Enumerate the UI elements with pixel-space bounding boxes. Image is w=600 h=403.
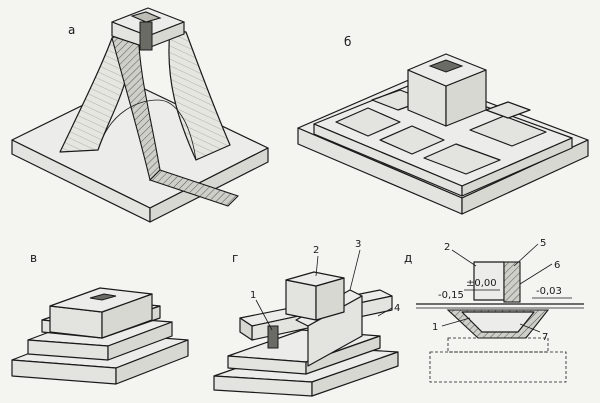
figure-d-level-minus-015: -0,15 <box>438 290 464 301</box>
figure-a: а <box>11 7 269 223</box>
figure-g-callout-3: 3 <box>355 239 361 250</box>
figure-g-callout-4: 4 <box>394 303 400 314</box>
figure-d-callout-2: 2 <box>444 242 450 253</box>
figure-d-callout-7: 7 <box>542 332 548 343</box>
figure-g-label: г <box>232 251 238 265</box>
figure-d-label: д <box>404 251 412 265</box>
figure-d-level-minus-003: -0,03 <box>536 286 562 297</box>
figure-g-callout-2: 2 <box>313 245 319 256</box>
figure-v: в <box>11 251 189 385</box>
figure-d-callout-6: 6 <box>554 260 560 271</box>
figure-d-callout-5: 5 <box>540 238 546 249</box>
figure-v-label: в <box>30 251 37 265</box>
figure-g: г 1 2 3 4 <box>213 239 400 397</box>
figure-g-callout-1: 1 <box>250 290 256 301</box>
figure-d-level-zero: ±0,00 <box>466 278 497 289</box>
figure-b-label: б <box>344 35 351 49</box>
figure-d-callout-1: 1 <box>432 322 438 333</box>
figure-b: б <box>297 35 589 215</box>
figure-d: д -0,15 ±0,00 -0,03 2 5 6 1 7 <box>404 238 584 383</box>
figure-a-label: а <box>68 23 75 37</box>
